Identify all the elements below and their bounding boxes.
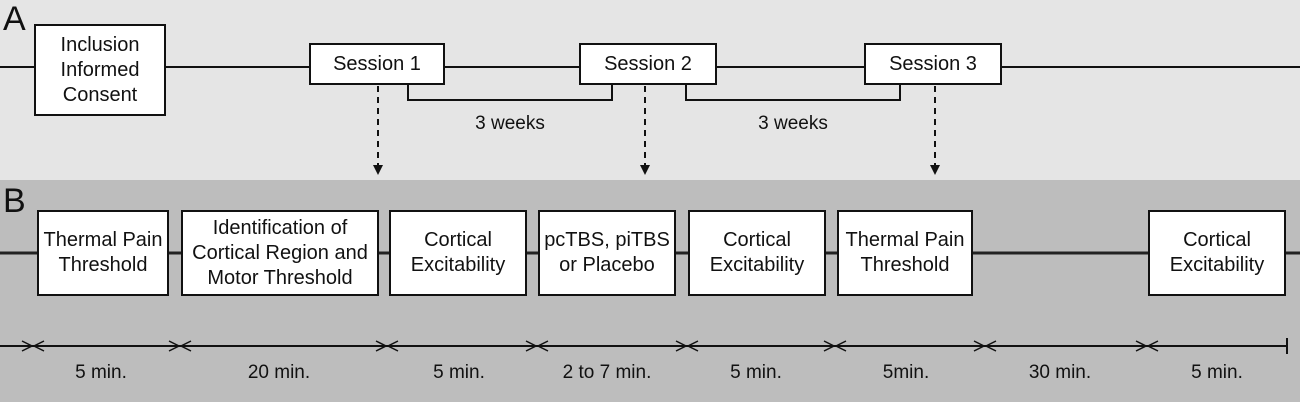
duration-arrowhead	[1135, 340, 1148, 352]
duration-label: 5 min.	[75, 362, 127, 383]
session-2-box: Session 2	[579, 43, 717, 85]
step-thermal-pain-2: Thermal Pain Threshold	[837, 210, 973, 296]
duration-arrowhead	[823, 340, 836, 352]
panel-a	[0, 0, 1300, 180]
duration-arrowhead	[675, 340, 688, 352]
duration-arrowhead	[834, 340, 847, 352]
duration-arrowhead	[386, 340, 399, 352]
duration-arrowhead	[375, 340, 388, 352]
inclusion-consent-box: Inclusion Informed Consent	[34, 24, 166, 116]
duration-arrowhead	[168, 340, 181, 352]
panel-a-label: A	[3, 0, 26, 38]
duration-label: 5 min.	[433, 362, 485, 383]
interval-bracket-1	[407, 84, 613, 101]
interval-label-1: 3 weeks	[475, 113, 545, 134]
duration-label: 2 to 7 min.	[562, 362, 652, 383]
step-cortical-excitability-3: Cortical Excitability	[1148, 210, 1286, 296]
duration-arrowhead	[32, 340, 45, 352]
duration-label: 30 min.	[1028, 362, 1092, 383]
duration-label: 5 min.	[1191, 362, 1243, 383]
duration-axis	[0, 338, 1288, 354]
duration-arrowhead	[686, 340, 699, 352]
session-1-box: Session 1	[309, 43, 445, 85]
duration-label: 5min.	[882, 362, 930, 383]
step-cortical-excitability-1: Cortical Excitability	[389, 210, 527, 296]
interval-label-2: 3 weeks	[758, 113, 828, 134]
duration-label: 20 min.	[247, 362, 311, 383]
duration-arrowhead	[21, 340, 34, 352]
panel-b-label: B	[3, 182, 26, 220]
session-3-box: Session 3	[864, 43, 1002, 85]
duration-arrowhead	[973, 340, 986, 352]
duration-arrowhead	[525, 340, 538, 352]
duration-arrowhead	[536, 340, 549, 352]
interval-bracket-2	[685, 84, 901, 101]
duration-arrowhead	[179, 340, 192, 352]
step-identification: Identification of Cortical Region and Mo…	[181, 210, 379, 296]
duration-arrowhead	[984, 340, 997, 352]
step-cortical-excitability-2: Cortical Excitability	[688, 210, 826, 296]
duration-label: 5 min.	[730, 362, 782, 383]
step-thermal-pain-1: Thermal Pain Threshold	[37, 210, 169, 296]
step-stimulation: pcTBS, piTBS or Placebo	[538, 210, 676, 296]
duration-arrowhead	[1146, 340, 1159, 352]
